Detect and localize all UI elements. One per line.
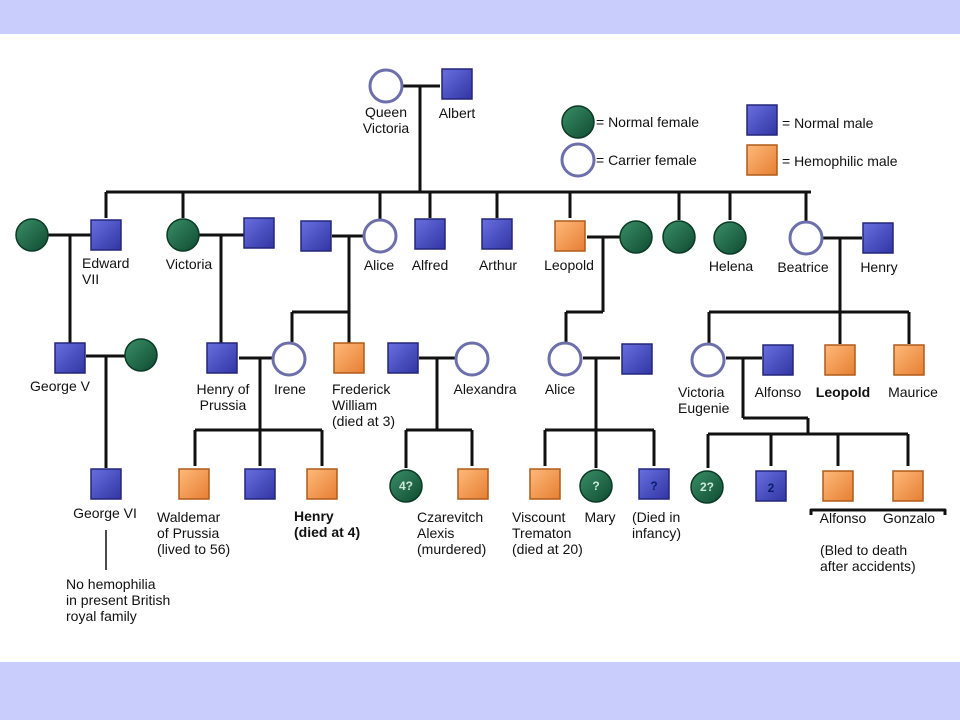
label-mary: Mary	[584, 509, 616, 525]
symbol-infant-male	[638, 468, 670, 500]
legend-normal-male: = Normal male	[782, 115, 874, 131]
symbol-czarevitch-alexis	[457, 468, 489, 500]
symbol-queen-victoria	[368, 68, 404, 104]
legend-symbol-carrier-female	[560, 142, 596, 178]
legend-normal-female: = Normal female	[596, 114, 700, 130]
symbol-victoria-husband	[243, 217, 275, 249]
symbol-unknown-female-2	[690, 470, 724, 504]
label-albert: Albert	[438, 105, 476, 121]
symbol-two-males	[755, 470, 787, 502]
label-leopold: Leopold	[544, 257, 594, 273]
mark-mary: ?	[592, 479, 600, 493]
label-alfred: Alfred	[411, 257, 449, 273]
symbol-irene	[271, 341, 307, 377]
symbol-alexandra-husband	[387, 342, 419, 374]
legend-hemophilic-male: = Hemophilic male	[782, 153, 898, 169]
symbol-daughter	[662, 220, 696, 254]
symbol-alfonso-2	[822, 470, 854, 502]
symbol-unknown-female-1	[389, 469, 423, 503]
label-maurice: Maurice	[888, 384, 938, 400]
symbol-leopold	[554, 220, 586, 252]
label-leopold-2: Leopold	[815, 384, 871, 400]
label-irene: Irene	[274, 381, 306, 397]
symbol-frederick-william	[333, 342, 365, 374]
symbol-arthur	[481, 218, 513, 250]
symbol-alfred	[414, 218, 446, 250]
label-george-v: George V	[30, 378, 90, 394]
symbol-prussia-son	[244, 468, 276, 500]
bottom-band	[0, 662, 960, 720]
pedigree-symbols	[15, 68, 925, 504]
symbol-henry-2	[306, 468, 338, 500]
symbol-alice-2-husband	[621, 343, 653, 375]
symbol-maurice	[893, 344, 925, 376]
symbol-mary	[579, 469, 613, 503]
symbol-edward-wife	[15, 218, 49, 252]
mark-infant-male: ?	[650, 479, 658, 493]
symbol-leopold-2	[824, 344, 856, 376]
symbol-henry	[862, 222, 894, 254]
label-alfonso: Alfonso	[754, 384, 802, 400]
label-henry: Henry	[860, 259, 898, 275]
label-helena: Helena	[708, 258, 754, 274]
label-alfonso-2: Alfonso	[819, 510, 867, 526]
symbol-gonzalo	[892, 470, 924, 502]
symbol-waldemar	[178, 468, 210, 500]
symbol-george-vi	[90, 468, 122, 500]
symbol-beatrice	[788, 220, 824, 256]
symbol-albert	[441, 68, 473, 100]
label-alice-2: Alice	[544, 381, 576, 397]
label-henry-2: Henry(died at 4)	[294, 508, 361, 540]
symbol-viscount-trematon	[529, 468, 561, 500]
symbol-george-v	[54, 342, 86, 374]
label-george-vi: George VI	[73, 505, 137, 521]
label-alice: Alice	[363, 257, 395, 273]
label-alexandra: Alexandra	[453, 381, 517, 397]
mark-two-males: 2	[767, 481, 775, 495]
symbol-henry-of-prussia	[206, 342, 238, 374]
symbol-helena	[713, 221, 747, 255]
label-gonzalo: Gonzalo	[882, 510, 936, 526]
legend-symbol-hemophilic-male	[746, 144, 778, 176]
top-band	[0, 0, 960, 34]
symbol-leopold-wife	[619, 220, 653, 254]
legend-carrier-female: = Carrier female	[596, 152, 697, 168]
symbol-george-v-wife	[124, 338, 158, 372]
label-beatrice: Beatrice	[777, 259, 829, 275]
mark-unknown-female-2: 2?	[699, 480, 715, 494]
symbol-victoria-eugenie	[690, 342, 726, 378]
symbol-alice	[362, 218, 398, 254]
symbol-alice-2	[547, 341, 583, 377]
mark-unknown-female-1: 4?	[398, 479, 414, 493]
label-victoria: Victoria	[165, 256, 213, 272]
legend-symbol-normal-female	[561, 105, 595, 139]
legend-symbol-normal-male	[746, 104, 778, 136]
pedigree-lines	[48, 84, 947, 570]
label-arthur: Arthur	[478, 257, 518, 273]
symbol-alexandra	[454, 341, 490, 377]
symbol-edward-vii	[90, 219, 122, 251]
symbol-alfonso	[762, 344, 794, 376]
symbol-alice-husband	[300, 220, 332, 252]
symbol-victoria	[166, 218, 200, 252]
